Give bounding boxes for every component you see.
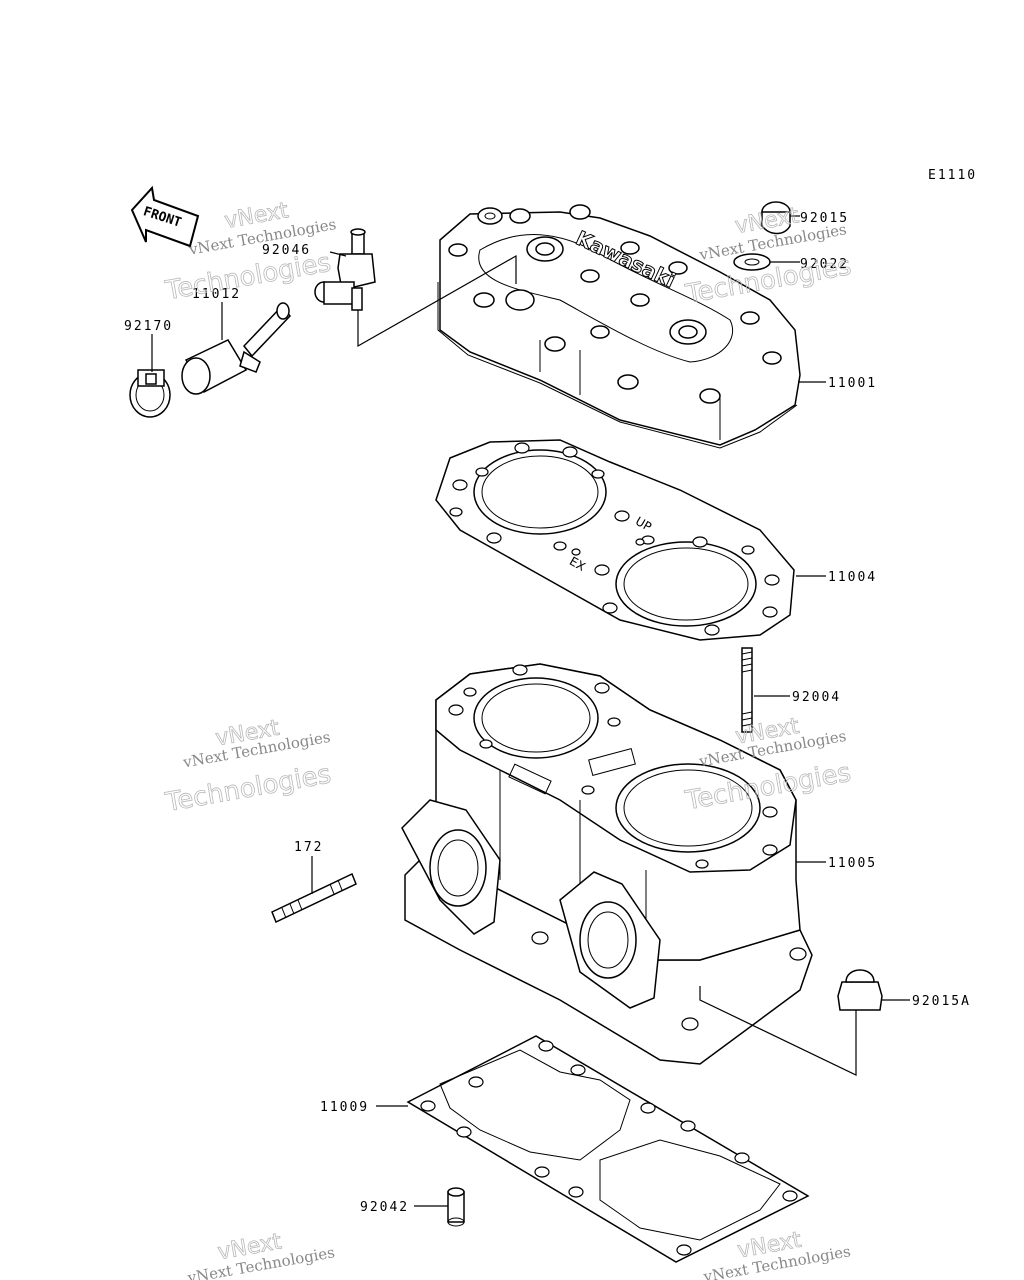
watermark-bottom-left: vNext vNext Technologies <box>185 1229 336 1280</box>
part-label-11005: 11005 <box>828 856 877 871</box>
hose-clamp <box>129 369 171 418</box>
water-fitting <box>314 228 517 348</box>
part-label-172: 172 <box>294 840 323 855</box>
cylinder-head: Kawasaki <box>437 204 801 449</box>
stud-bolt-92004 <box>741 647 753 733</box>
base-gasket <box>406 1035 810 1263</box>
part-label-92015A: 92015A <box>912 994 971 1009</box>
part-label-92015: 92015 <box>800 211 849 226</box>
part-label-92046: 92046 <box>262 243 311 258</box>
diagram-code: E1110 <box>928 168 977 183</box>
watermark-mid-left: vNext Technologies vNext Technologies <box>162 715 333 818</box>
cap-nut-top <box>761 201 791 235</box>
part-label-92022: 92022 <box>800 257 849 272</box>
stud-bolt-172 <box>271 872 357 924</box>
part-label-92004: 92004 <box>792 690 841 705</box>
head-gasket: UP EX <box>435 439 795 641</box>
part-label-92042: 92042 <box>360 1200 409 1215</box>
part-label-92170: 92170 <box>124 319 173 334</box>
cylinder-block <box>401 663 813 1065</box>
cap-nut-bottom <box>699 969 883 1076</box>
part-label-11001: 11001 <box>828 376 877 391</box>
part-label-11012: 11012 <box>192 287 241 302</box>
part-label-11004: 11004 <box>828 570 877 585</box>
leader-lines <box>151 215 910 1207</box>
front-arrow-icon: FRONT <box>130 185 200 248</box>
svg-text:Technologies: Technologies <box>162 248 333 307</box>
gasket-up-text: UP <box>633 514 654 534</box>
part-label-11009: 11009 <box>320 1100 369 1115</box>
dowel-pin <box>447 1187 465 1227</box>
watermark-mid-right: vNext Technologies vNext Technologies <box>682 713 853 816</box>
temperature-sensor <box>181 302 291 395</box>
gasket-ex-text: EX <box>567 554 588 574</box>
